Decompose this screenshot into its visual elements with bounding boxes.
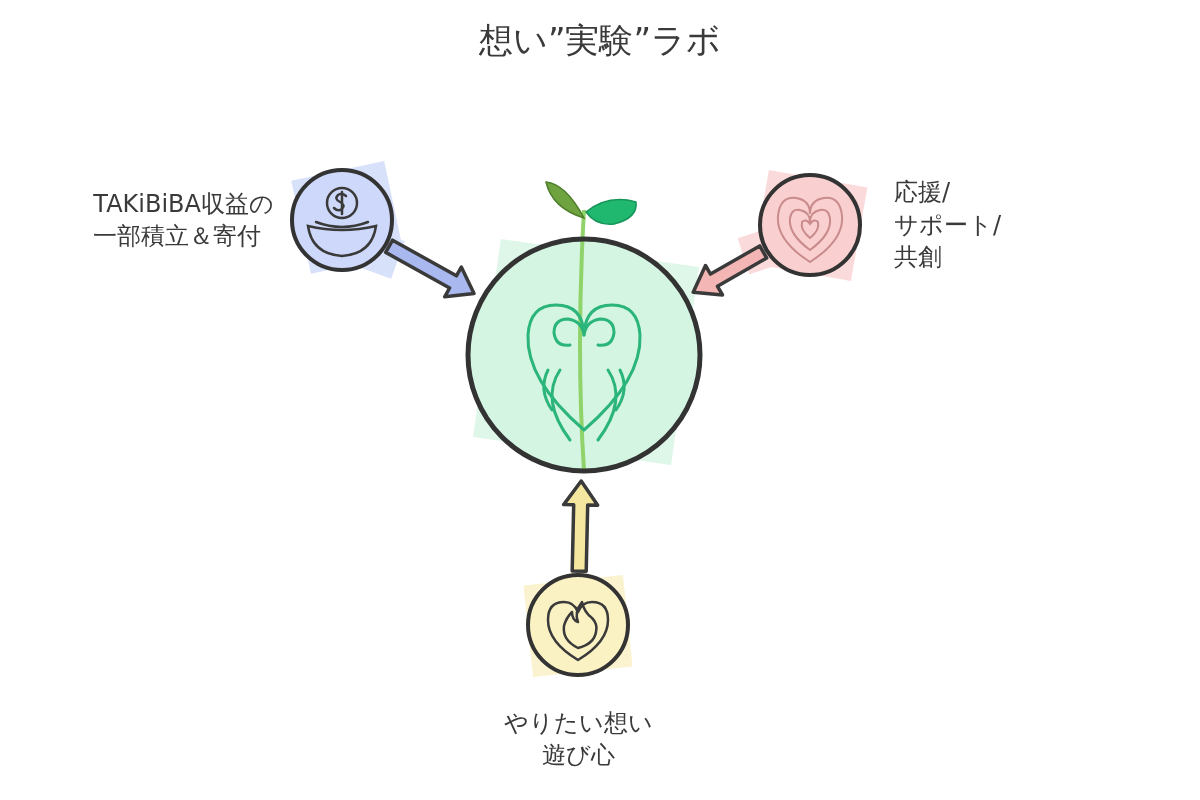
hollow-arrow [386,240,474,297]
node-label: 応援/サポート/共創 [894,176,1001,273]
circle-node: 応援/サポート/共創 [758,173,862,277]
circle-outline [466,237,702,473]
hollow-arrow [564,481,598,571]
node-label: やりたい想い 遊び心 [504,707,653,772]
hollow-arrow [693,246,767,295]
circle-outline [526,573,630,677]
circle-outline [758,173,862,277]
node-label: TAKiBiBA収益の 一部積立＆寄付 [93,188,274,253]
diagram-title: 想い”実験”ラボ [0,18,1200,64]
circle-outline [290,168,394,272]
circle-node: TAKiBiBA収益の 一部積立＆寄付 [290,168,394,272]
circle-node: やりたい想い 遊び心 [526,573,630,677]
circle-node [466,237,702,473]
